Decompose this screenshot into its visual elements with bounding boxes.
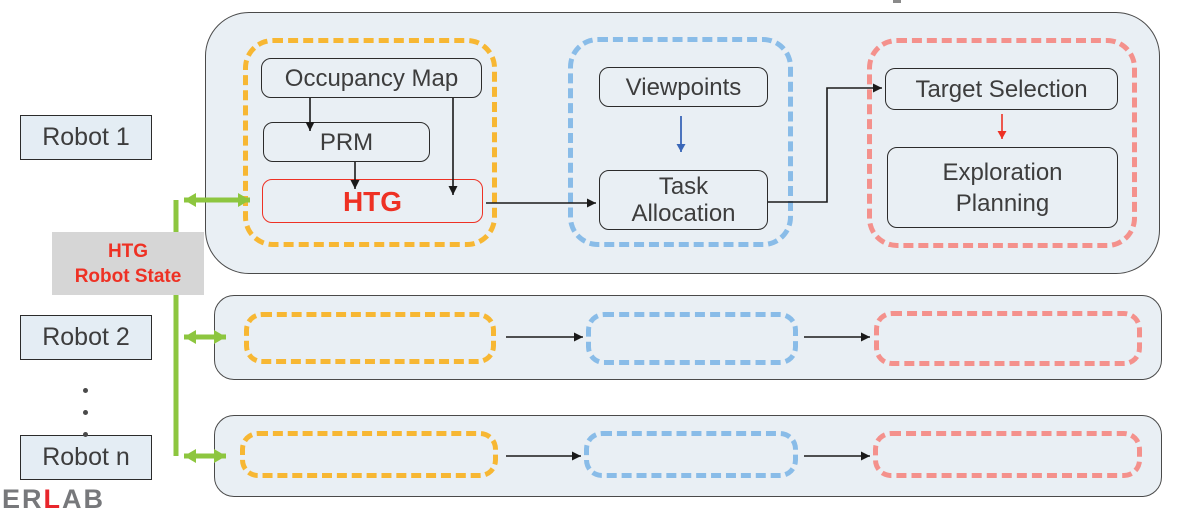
shared-state-label: HTG Robot State [52, 232, 204, 295]
robot2-planning-placeholder [874, 311, 1142, 366]
exploration-planning-box: Exploration Planning [887, 147, 1118, 228]
robot1-label: Robot 1 [20, 115, 152, 160]
robotn-label-text: Robot n [42, 443, 130, 471]
occupancy-map-box: Occupancy Map [261, 58, 482, 98]
cropped-artifact-mark [893, 0, 901, 3]
htg-box: HTG [262, 179, 483, 223]
robot2-mapping-placeholder [244, 312, 496, 364]
mapping-group-dashed [243, 38, 497, 247]
task-allocation-box: Task Allocation [599, 170, 768, 230]
prm-box: PRM [263, 122, 430, 162]
lab-logo-left: ER [2, 484, 44, 514]
robot1-pipeline-container [205, 12, 1160, 274]
robotn-label: Robot n [20, 435, 152, 480]
robotn-mapping-placeholder [240, 431, 498, 478]
robotn-planning-placeholder [873, 431, 1142, 478]
task-allocation-text-line1: Task [658, 173, 709, 200]
occupancy-map-text: Occupancy Map [284, 64, 459, 92]
shared-state-line2: Robot State [74, 265, 182, 287]
shared-state-line1: HTG [107, 240, 149, 262]
robot2-label: Robot 2 [20, 315, 152, 360]
ellipsis-dot: · [83, 410, 88, 415]
exploration-planning-text-line1: Exploration [942, 158, 1063, 186]
prm-text: PRM [319, 128, 374, 156]
target-selection-text: Target Selection [915, 75, 1088, 103]
ellipsis-dot: · [83, 388, 88, 393]
viewpoints-box: Viewpoints [599, 67, 768, 107]
ellipsis-dot: · [83, 432, 88, 437]
target-selection-box: Target Selection [885, 68, 1118, 110]
robot2-allocation-placeholder [586, 312, 798, 365]
robotn-pipeline-container [214, 415, 1162, 497]
task-allocation-text-line2: Allocation [631, 200, 736, 227]
robot1-label-text: Robot 1 [42, 123, 130, 151]
lab-logo-right: AB [62, 484, 106, 514]
exploration-planning-text-line2: Planning [955, 189, 1050, 217]
htg-text: HTG [342, 185, 403, 217]
lab-logo-mid: L [43, 484, 63, 514]
robotn-allocation-placeholder [584, 431, 798, 478]
viewpoints-text: Viewpoints [625, 73, 742, 101]
robot2-label-text: Robot 2 [42, 323, 130, 351]
